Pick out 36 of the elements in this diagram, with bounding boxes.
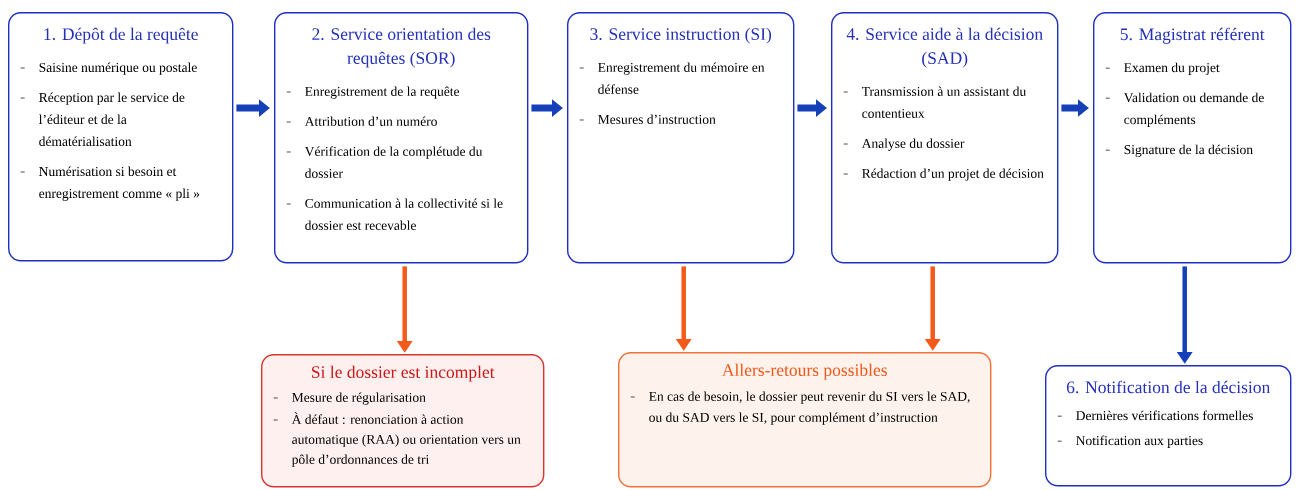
- process-box: [261, 354, 545, 488]
- bullet-item: Enregistrement du mémoire en défense: [579, 62, 765, 94]
- box-title: Allers-retours possibles: [722, 363, 887, 380]
- process-box: [1093, 12, 1292, 264]
- bullet-item: Mesure de régularisation: [273, 392, 426, 405]
- bullet-item: En cas de besoin, le dossier peut revenir du SI vers le SAD, ou du SAD vers le SI, pour complément d’instruction: [630, 391, 970, 425]
- process-box: [567, 12, 795, 264]
- box-title: 5. Magistrat référent: [1120, 27, 1265, 44]
- bullet-item: Rédaction d’un projet de décision: [843, 168, 1044, 181]
- bullet-item: Analyse du dossier: [843, 138, 965, 151]
- box-title: Si le dossier est incomplet: [312, 365, 495, 382]
- bullet-item: Notification aux parties: [1057, 435, 1203, 448]
- bullet-item: Validation ou demande de compléments: [1105, 92, 1264, 127]
- process-box: [8, 12, 234, 262]
- bullet-item: Numérisation si besoin et enregistrement comme « pli »: [20, 166, 200, 201]
- bullet-item: Saisine numérique ou postale: [20, 62, 197, 75]
- bullet-item: À défaut : renonciation à action automatique (RAA) ou orientation vers un pôle d’ordonnances de tri: [273, 412, 521, 467]
- box-title: 3. Service instruction (SI): [590, 27, 772, 44]
- process-box: [274, 12, 529, 264]
- bullet-item: Mesures d’instruction: [579, 114, 716, 124]
- bullet-item: Communication à la collectivité si le dossier est recevable: [286, 198, 503, 230]
- bullet-item: Signature de la décision: [1105, 144, 1253, 157]
- process-box: [618, 352, 992, 488]
- bullet-item: Dernières vérifications formelles: [1057, 410, 1253, 421]
- box-title: 6. Notification de la décision: [1066, 380, 1271, 394]
- process-box: [1045, 365, 1292, 487]
- box-title: 2. Service orientation des requêtes (SOR): [312, 27, 491, 68]
- bullet-item: Vérification de la complétude du dossier: [286, 146, 483, 178]
- box-title: 4. Service aide à la décision (SAD): [846, 27, 1043, 68]
- bullet-item: Examen du projet: [1105, 62, 1220, 75]
- bullet-item: Réception par le service de l’éditeur et de la dématérialisation: [20, 92, 185, 146]
- bullet-item: Attribution d’un numéro: [286, 116, 437, 126]
- box-title: 1. Dépôt de la requête: [44, 27, 198, 44]
- process-box: [831, 12, 1059, 264]
- bullet-item: Enregistrement de la requête: [286, 86, 460, 99]
- bullet-item: Transmission à un assistant du contentieux: [843, 86, 1026, 118]
